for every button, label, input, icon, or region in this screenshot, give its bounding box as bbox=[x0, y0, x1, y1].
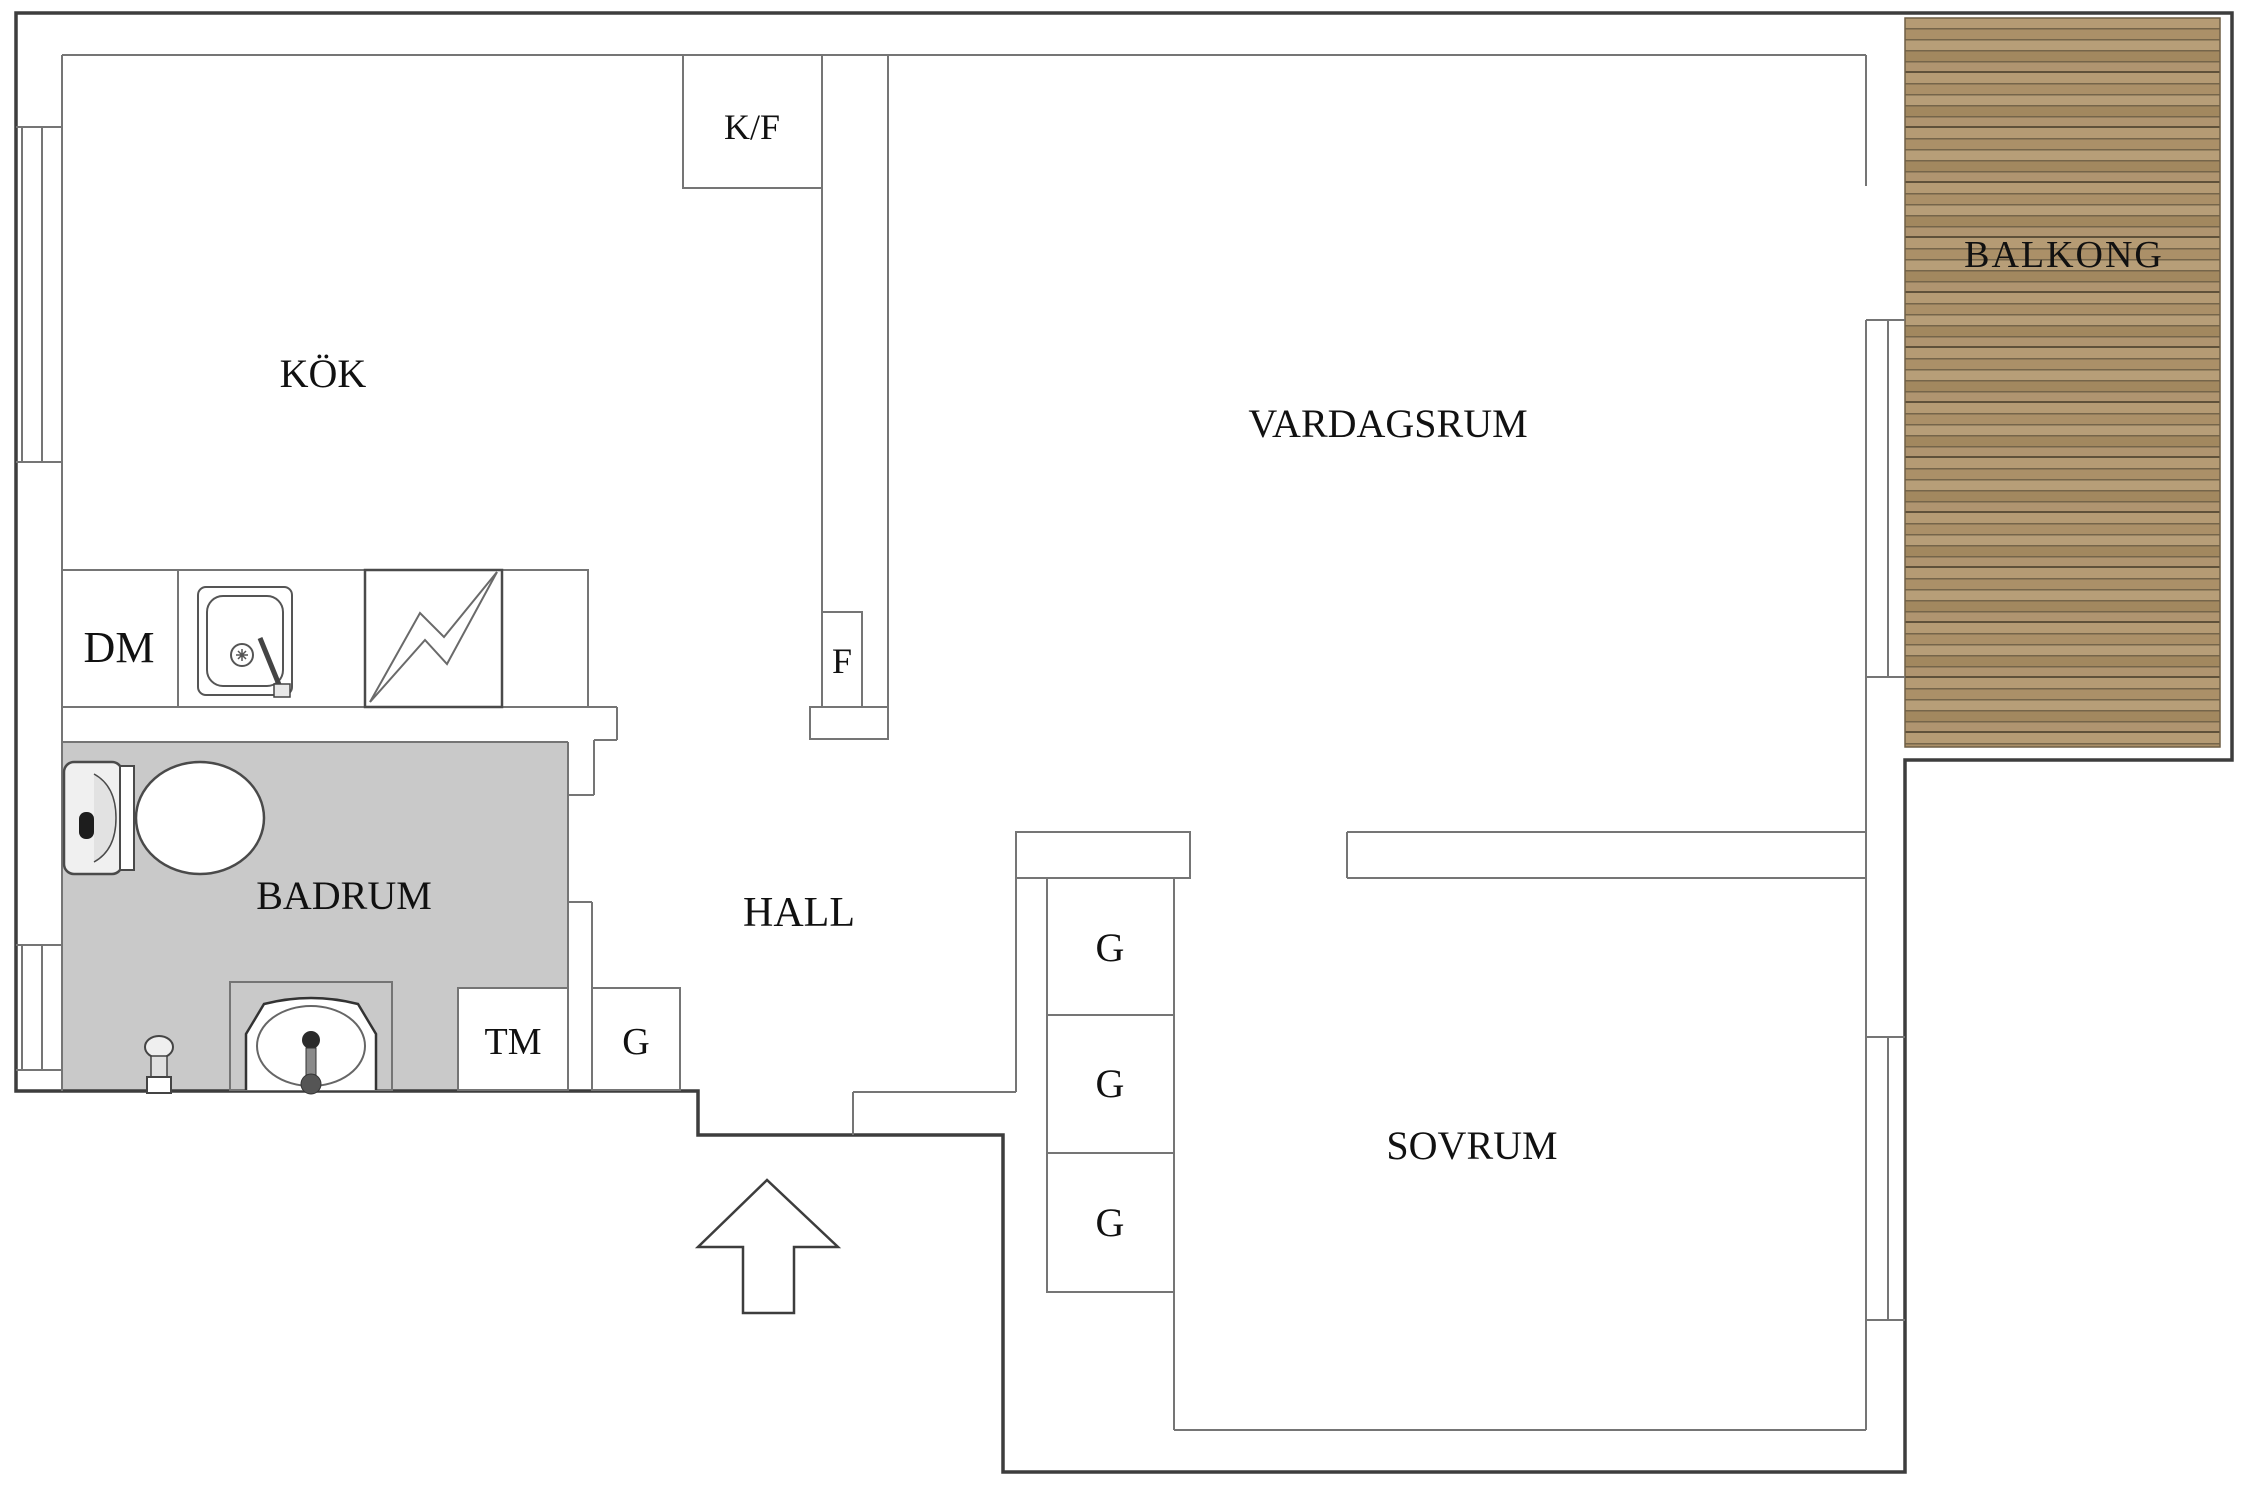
dishwasher-label: DM bbox=[84, 623, 155, 672]
washing-machine-label: TM bbox=[485, 1021, 542, 1063]
floor-drain-icon bbox=[144, 1035, 174, 1094]
entrance-arrow-icon bbox=[694, 1178, 842, 1315]
kitchen-sink-icon bbox=[197, 586, 293, 698]
wardrobe-label-3: G bbox=[1096, 1200, 1125, 1245]
balcony-label: BALKONG bbox=[1964, 234, 2164, 276]
freezer-label: F bbox=[832, 641, 852, 681]
kitchen-window-icon bbox=[16, 126, 62, 463]
hall-label: HALL bbox=[743, 890, 855, 936]
bedroom-window-icon bbox=[1866, 1036, 1905, 1321]
bathroom-sink-icon bbox=[229, 981, 393, 1095]
hall-wardrobe-label: G bbox=[622, 1021, 649, 1063]
inner-walls bbox=[16, 54, 1905, 1431]
stove-icon bbox=[363, 568, 504, 709]
bedroom-label: SOVRUM bbox=[1386, 1123, 1557, 1168]
kitchen-label: KÖK bbox=[280, 351, 367, 396]
toilet-icon bbox=[62, 760, 266, 876]
living-room-label: VARDAGSRUM bbox=[1248, 401, 1527, 446]
balcony-wood-deck bbox=[1904, 17, 2221, 748]
wardrobe-column bbox=[1015, 831, 1191, 1293]
hall-wardrobe-box bbox=[591, 987, 681, 1091]
freezer-box bbox=[821, 611, 863, 708]
bathroom-label: BADRUM bbox=[256, 873, 432, 918]
bathroom-window-icon bbox=[16, 944, 62, 1071]
wardrobe-label-1: G bbox=[1096, 925, 1125, 970]
wardrobe-label-2: G bbox=[1096, 1061, 1125, 1106]
fridge-freezer-box bbox=[682, 54, 823, 189]
washing-machine-box bbox=[457, 987, 569, 1091]
fridge-freezer-label: K/F bbox=[724, 107, 780, 147]
living-room-window-icon bbox=[1866, 319, 1905, 678]
